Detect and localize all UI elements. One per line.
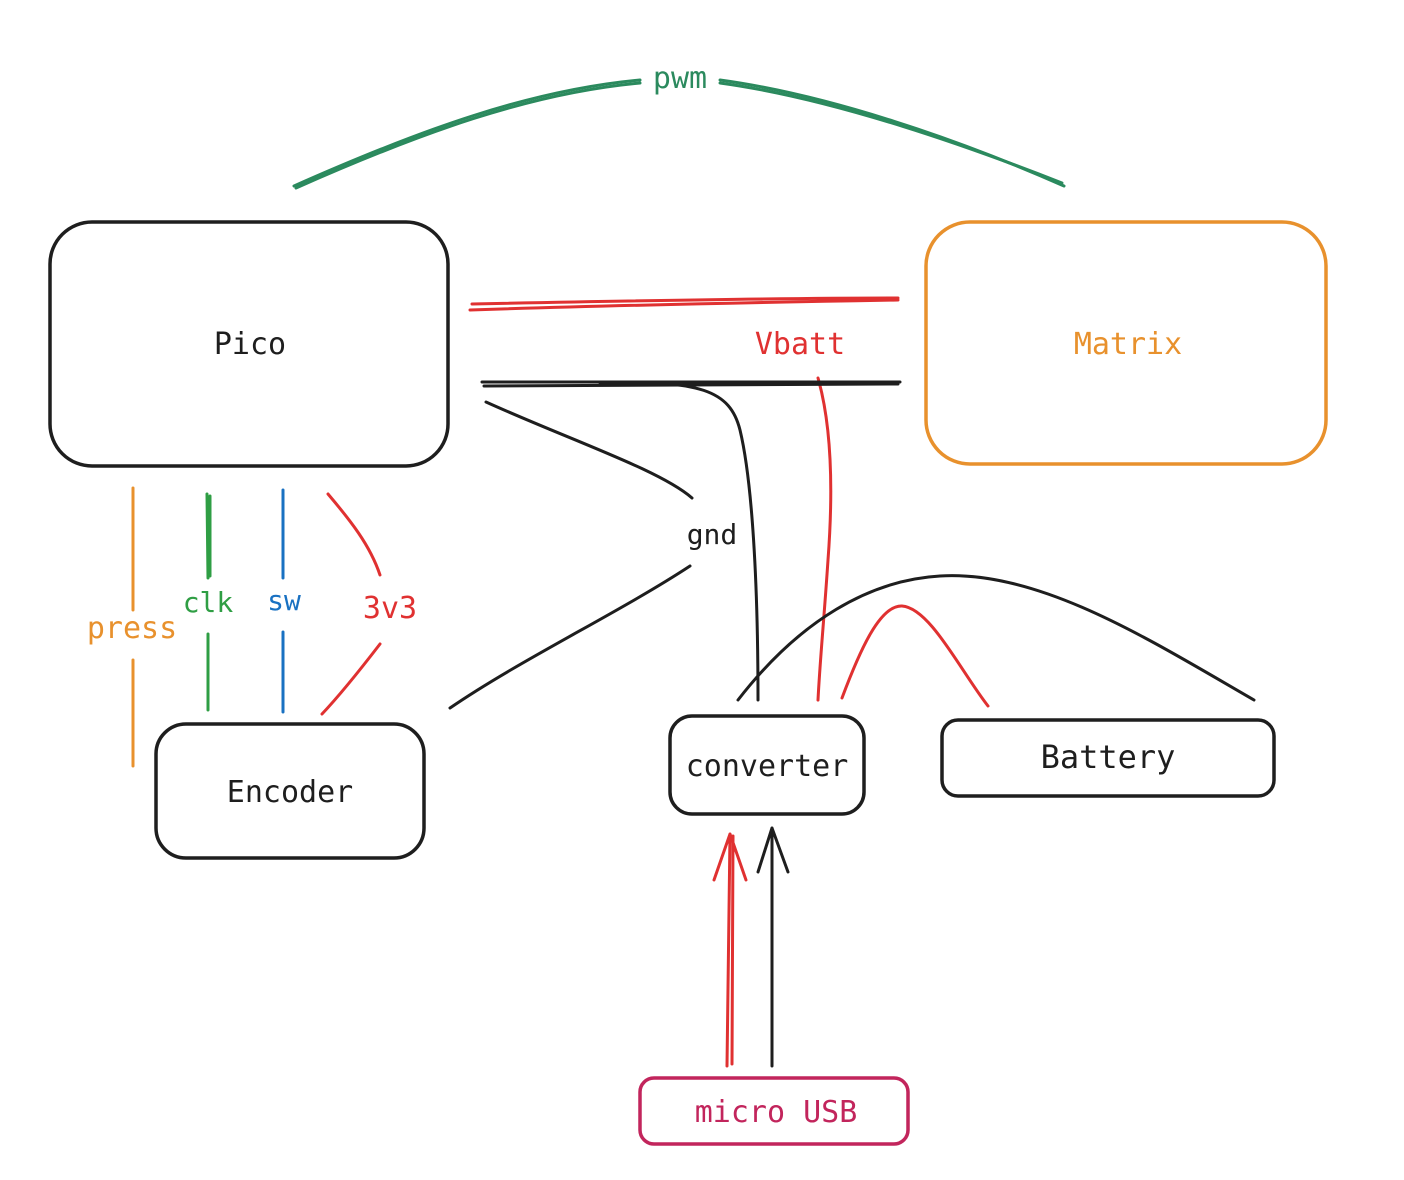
encoder-label: Encoder [227,775,353,810]
gnd-encoder-wire [484,400,694,500]
converter-box [668,714,866,816]
pwm-label: pwm [653,61,707,96]
battery-gnd-wire [736,574,1256,702]
press-label: press [87,611,177,646]
gnd-converter-wire [598,381,760,702]
micro-usb-label: micro USB [695,1095,858,1130]
vbatt-wire [468,296,900,312]
vbatt-label: Vbatt [755,327,845,362]
battery-pos-wire [840,604,990,708]
converter-label: converter [686,749,849,784]
encoder-box [154,722,426,860]
pico-label: Pico [214,327,286,362]
usb-power-arrow [712,832,748,1068]
clk-wire-top [205,492,212,580]
pico-box [48,220,450,468]
gnd-wire [480,380,902,388]
pwm-wire-stroke2 [294,81,1064,190]
micro-usb-box [638,1076,910,1146]
battery-box [940,718,1276,798]
vbatt-converter-wire [816,376,833,702]
battery-label: Battery [1041,738,1176,776]
gnd-encoder-wire-lower [448,564,692,710]
gnd-label: gnd [687,518,738,551]
clk-label: clk [183,586,234,619]
sw-label: sw [267,584,301,617]
3v3-wire-top [326,492,382,577]
matrix-label: Matrix [1074,327,1182,362]
3v3-wire-bottom [320,642,382,716]
matrix-box [924,220,1328,466]
3v3-label: 3v3 [363,591,417,626]
usb-gnd-arrow [756,826,790,1068]
